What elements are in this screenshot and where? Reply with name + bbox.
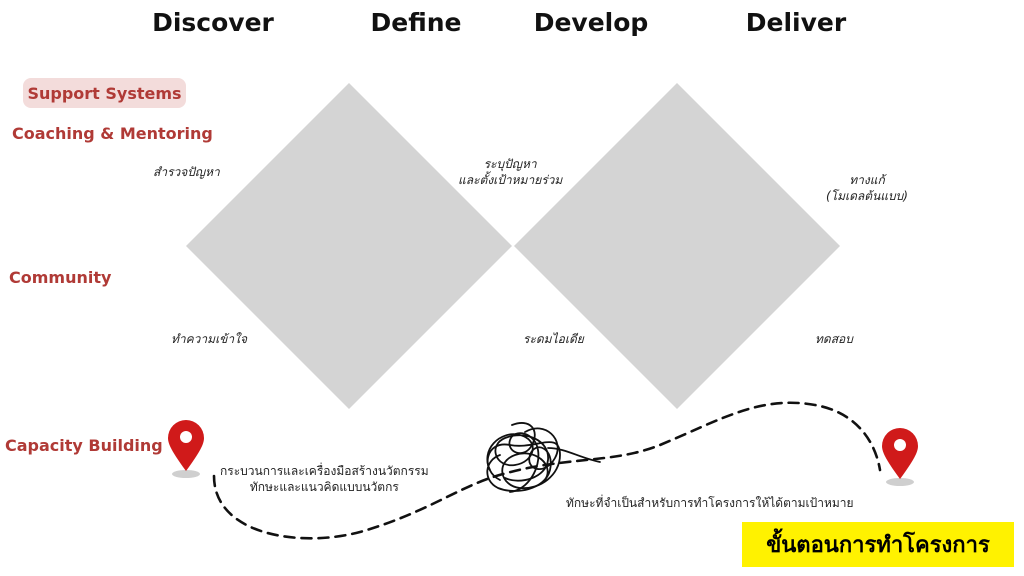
note-survey: สำรวจปัญหา <box>153 165 220 179</box>
note-define-line2: และตั้งเป้าหมายร่วม <box>458 173 563 188</box>
support-item-capacity: Capacity Building <box>5 436 163 455</box>
note-solution-line2: (โมเดลต้นแบบ) <box>826 189 908 204</box>
phase-discover: Discover <box>152 8 274 37</box>
page-title: ขั้นตอนการทำโครงการ <box>742 522 1014 567</box>
support-item-community: Community <box>9 268 112 287</box>
support-systems-badge: Support Systems <box>23 78 186 108</box>
location-pin-icon <box>168 420 204 478</box>
phase-deliver: Deliver <box>745 8 847 37</box>
note-test: ทดสอบ <box>815 332 853 346</box>
caption-process-line2: ทักษะและแนวคิดแบบนวัตกร <box>249 480 399 495</box>
note-solution: ทางแก้ (โมเดลต้นแบบ) <box>826 172 908 204</box>
phase-define: Define <box>370 8 462 37</box>
note-ideate: ระดมไอเดีย <box>523 332 584 346</box>
develop-deliver-diamond <box>514 83 840 409</box>
note-solution-line1: ทางแก้ <box>849 173 885 187</box>
caption-process: กระบวนการและเครื่องมือสร้างนวัตกรรม ทักษ… <box>220 463 429 495</box>
note-define: ระบุปัญหา และตั้งเป้าหมายร่วม <box>458 156 562 188</box>
caption-skills: ทักษะที่จำเป็นสำหรับการทำโครงการให้ได้ตา… <box>566 496 854 510</box>
note-define-line1: ระบุปัญหา <box>483 157 537 171</box>
support-item-coaching: Coaching & Mentoring <box>12 124 213 143</box>
journey-path <box>212 401 882 540</box>
phase-develop: Develop <box>533 8 649 37</box>
caption-process-line1: กระบวนการและเครื่องมือสร้างนวัตกรรม <box>220 464 429 478</box>
location-pin-icon <box>882 428 918 486</box>
discover-define-diamond <box>186 83 512 409</box>
note-understand: ทำความเข้าใจ <box>171 332 247 346</box>
tangled-scribble-icon <box>486 422 601 493</box>
